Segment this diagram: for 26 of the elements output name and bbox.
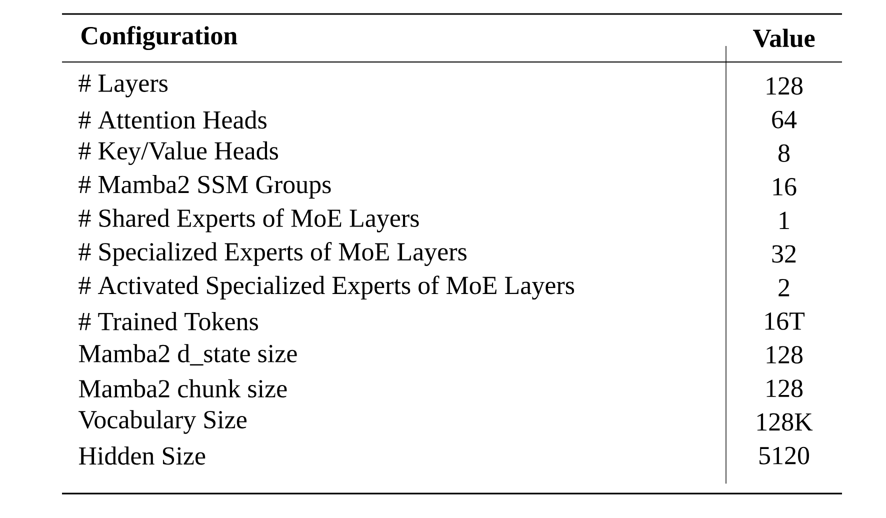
table-value: 2: [778, 278, 790, 296]
column-header: Configuration: [81, 26, 238, 50]
table-value: 128: [766, 380, 803, 398]
table-value: 5120: [760, 446, 810, 464]
table-value: 64: [772, 110, 797, 128]
row-label: # Trained Tokens: [78, 312, 258, 330]
table-value: 8: [778, 144, 790, 162]
row-label: # Activated Specialized Experts of MoE Layers: [78, 276, 574, 300]
table-value: 16: [773, 178, 796, 196]
row-label: Mamba2 d_state size: [78, 344, 297, 366]
column-header: Value: [753, 28, 815, 48]
table-value: 32: [772, 245, 796, 263]
table-value: 128K: [757, 413, 813, 431]
row-label: # Key/Value Heads: [78, 141, 278, 166]
row-label: Vocabulary Size: [78, 410, 246, 434]
row-label: # Layers: [78, 74, 168, 98]
row-label: # Mamba2 SSM Groups: [78, 175, 331, 199]
table-value: 16T: [765, 312, 805, 330]
row-label: # Specialized Experts of MoE Layers: [78, 242, 466, 266]
table-value: 128: [766, 77, 803, 95]
table-value: 128: [766, 346, 803, 364]
row-label: # Shared Experts of MoE Layers: [78, 208, 419, 232]
row-label: Mamba2 chunk size: [78, 379, 287, 398]
row-label: Hidden Size: [78, 446, 206, 465]
row-label: # Attention Heads: [78, 110, 266, 129]
table-value: 1: [780, 212, 789, 229]
